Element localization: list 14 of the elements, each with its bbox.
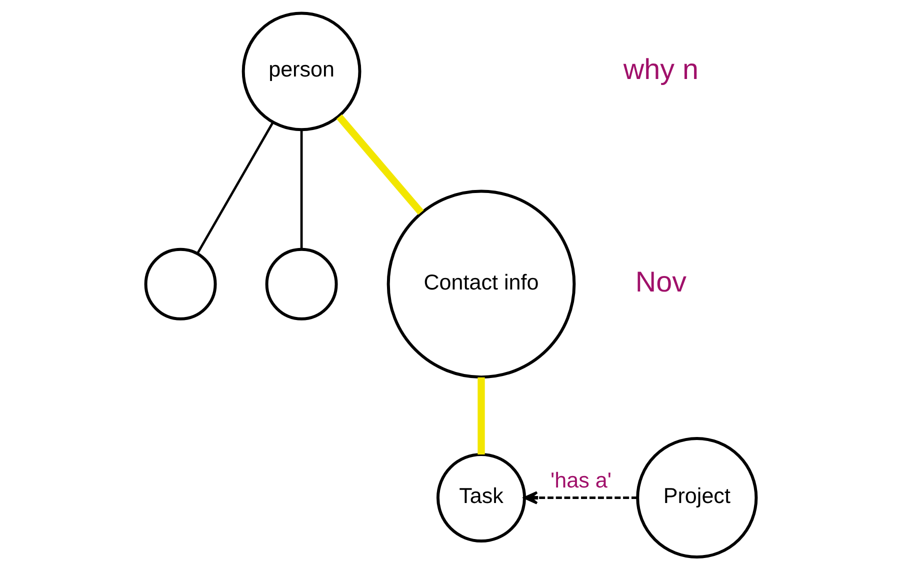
- connector: [300, 130, 303, 250]
- node-circle: Task: [436, 452, 526, 543]
- node-circle: Project: [636, 436, 758, 559]
- node-circle: person: [242, 12, 362, 132]
- connector: [336, 114, 424, 215]
- node-circle: Contact info: [386, 190, 576, 379]
- label: Nov: [635, 266, 687, 299]
- node-circle: [265, 248, 338, 320]
- node-circle: [144, 248, 217, 320]
- label: why n: [623, 54, 699, 86]
- connector: [478, 377, 485, 455]
- connector: [196, 122, 274, 254]
- edge-label: 'has a': [550, 467, 612, 492]
- arrow: [524, 491, 638, 504]
